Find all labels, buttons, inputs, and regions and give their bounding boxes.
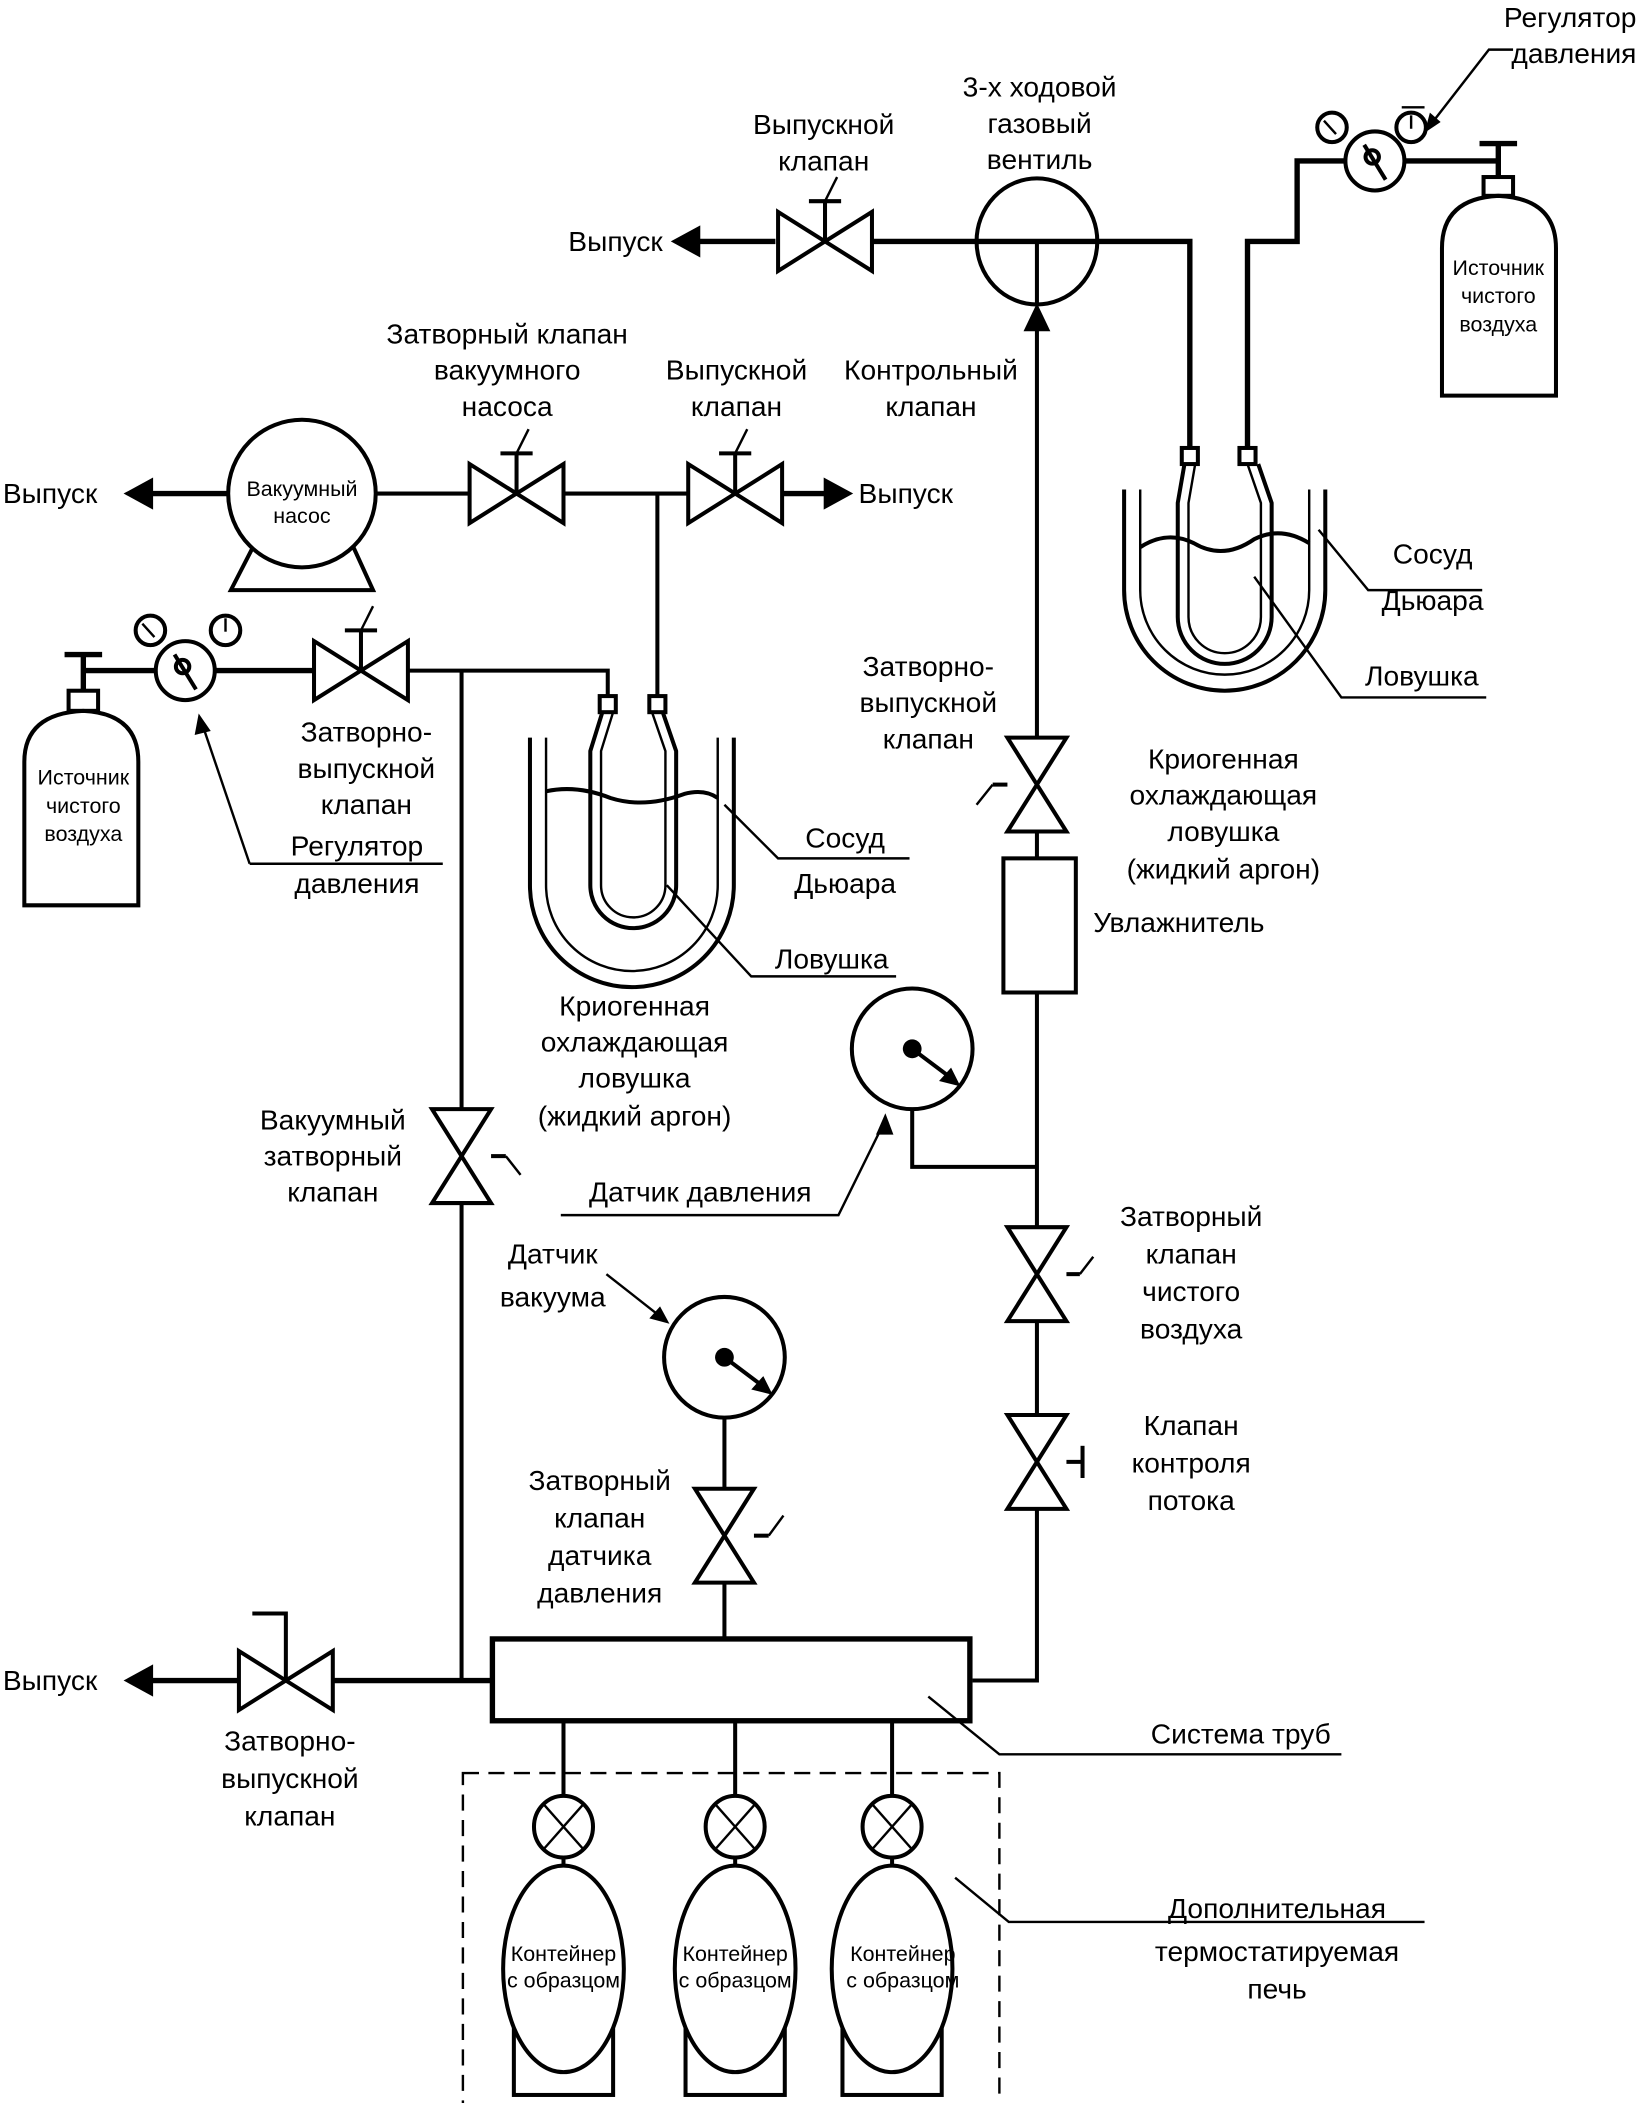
label-cryo-trap-right: ловушка — [1167, 816, 1279, 847]
label-dewar-right: Дьюара — [1382, 585, 1484, 616]
piping-system — [489, 1636, 973, 1724]
cryogenic-trap-right — [1122, 445, 1328, 693]
label-clean-air-source-left: чистого — [46, 794, 121, 818]
label-sample-container: с образцом — [846, 1969, 959, 1993]
label-clean-air-shutoff-valve: чистого — [1142, 1276, 1240, 1307]
label-clean-air-shutoff-valve: Затворный — [1120, 1201, 1262, 1232]
label-shutoff-release-valve-left: клапан — [321, 789, 412, 820]
label-flow-control-valve: потока — [1148, 1485, 1235, 1516]
label-sample-container: с образцом — [507, 1969, 620, 1993]
label-three-way-valve: газовый — [988, 108, 1092, 139]
label-cryo-trap-left: (жидкий аргон) — [538, 1100, 732, 1131]
label-dewar-left: Дьюара — [794, 868, 896, 899]
label-vacuum-pump-shutoff-valve: насоса — [462, 391, 553, 422]
label-dewar-left: Сосуд — [805, 823, 885, 854]
label-shutoff-release-valve-left: выпускной — [298, 753, 436, 784]
label-trap-right: Ловушка — [1365, 660, 1479, 691]
label-cryo-trap-left: ловушка — [579, 1063, 691, 1094]
label-top-exhaust: Выпуск — [568, 226, 663, 257]
clean-air-cylinder-left — [22, 651, 141, 908]
clean-air-cylinder-right — [1439, 140, 1558, 398]
label-clean-air-source-right: воздуха — [1459, 312, 1537, 336]
label-sample-container: с образцом — [679, 1969, 792, 1993]
label-mid-exhaust: Выпуск — [859, 478, 954, 509]
label-three-way-valve: 3-х ходовой — [963, 72, 1117, 103]
label-clean-air-source-left: Источник — [38, 766, 130, 790]
label-pressure-sensor-shutoff-valve: Затворный — [528, 1465, 670, 1496]
label-sample-container: Контейнер — [682, 1942, 787, 1966]
cryogenic-trap-left — [527, 694, 736, 990]
humidifier — [1001, 856, 1078, 995]
label-piping-system: Система труб — [1151, 1719, 1331, 1750]
label-vacuum-sensor: вакуума — [500, 1281, 606, 1312]
check-valve-arrow — [1023, 303, 1051, 738]
label-shutoff-release-valve-right: выпускной — [860, 687, 998, 718]
label-sample-container: Контейнер — [850, 1942, 955, 1966]
label-check-valve: Контрольный — [844, 355, 1018, 386]
label-mid-release-valve: клапан — [691, 391, 782, 422]
label-oven: печь — [1247, 1973, 1306, 2004]
label-cryo-trap-right: Криогенная — [1148, 744, 1299, 775]
labels: Выпуск Выпускной клапан 3-х ходовой газо… — [3, 2, 1637, 2005]
label-vacuum-sensor: Датчик — [508, 1238, 598, 1269]
vacuum-pump — [226, 417, 378, 593]
oven-boundary — [461, 1771, 1001, 2103]
label-pressure-regulator-left: Регулятор — [291, 831, 424, 862]
pressure-regulator-left — [133, 613, 243, 700]
label-sample-container: Контейнер — [511, 1942, 616, 1966]
label-clean-air-source-left: воздуха — [44, 822, 122, 846]
label-flow-control-valve: Клапан — [1144, 1410, 1239, 1441]
label-vacuum-pump: насос — [273, 504, 331, 528]
label-pressure-regulator-right: давления — [1511, 38, 1636, 69]
label-humidifier: Увлажнитель — [1093, 907, 1264, 938]
label-pressure-sensor-shutoff-valve: давления — [537, 1578, 662, 1609]
label-vacuum-shutoff-valve: Вакуумный — [260, 1104, 406, 1135]
label-clean-air-source-right: чистого — [1461, 284, 1536, 308]
three-way-valve — [974, 176, 1100, 307]
label-pressure-sensor-shutoff-valve: клапан — [554, 1503, 645, 1534]
label-shutoff-release-valve-right: клапан — [883, 723, 974, 754]
label-cryo-trap-left: охлаждающая — [541, 1027, 729, 1058]
label-bottom-shutoff-release-valve: клапан — [244, 1800, 335, 1831]
label-pressure-regulator-right: Регулятор — [1504, 2, 1637, 33]
pressure-regulator-right — [1315, 110, 1499, 191]
label-shutoff-release-valve-right: Затворно- — [863, 651, 995, 682]
label-bottom-shutoff-release-valve: выпускной — [221, 1763, 359, 1794]
label-vacuum-pump-shutoff-valve: Затворный клапан — [386, 318, 627, 349]
label-cryo-trap-left: Криогенная — [559, 990, 710, 1021]
label-three-way-valve: вентиль — [987, 144, 1093, 175]
label-pressure-sensor: Датчик давления — [589, 1177, 812, 1208]
label-clean-air-source-right: Источник — [1453, 256, 1545, 280]
label-vacuum-shutoff-valve: клапан — [287, 1177, 378, 1208]
label-pressure-sensor-shutoff-valve: датчика — [548, 1540, 652, 1571]
label-shutoff-release-valve-left: Затворно- — [301, 717, 433, 748]
pressure-gauge — [849, 986, 1037, 1169]
label-top-release-valve: клапан — [778, 145, 869, 176]
sample-containers — [501, 1720, 955, 2097]
label-check-valve: клапан — [885, 391, 976, 422]
label-bottom-exhaust: Выпуск — [3, 1665, 98, 1696]
top-exhaust-line — [670, 176, 977, 271]
vacuum-gauge — [662, 1294, 787, 1420]
label-pressure-regulator-left: давления — [294, 868, 419, 899]
label-oven: Дополнительная — [1168, 1893, 1386, 1924]
label-top-release-valve: Выпускной — [753, 109, 894, 140]
label-cryo-trap-right: (жидкий аргон) — [1127, 853, 1321, 884]
label-vacuum-pump: Вакуумный — [246, 477, 357, 501]
label-vacuum-shutoff-valve: затворный — [264, 1141, 402, 1172]
label-trap-left: Ловушка — [775, 943, 889, 974]
label-clean-air-shutoff-valve: клапан — [1146, 1238, 1237, 1269]
label-clean-air-shutoff-valve: воздуха — [1140, 1314, 1243, 1345]
label-bottom-shutoff-release-valve: Затворно- — [224, 1725, 356, 1756]
label-cryo-trap-right: охлаждающая — [1130, 780, 1318, 811]
label-flow-control-valve: контроля — [1132, 1448, 1251, 1479]
label-dewar-right: Сосуд — [1393, 538, 1473, 569]
label-oven: термостатируемая — [1155, 1936, 1399, 1967]
label-vacuum-pump-shutoff-valve: вакуумного — [434, 355, 581, 386]
label-left-exhaust: Выпуск — [3, 478, 98, 509]
label-mid-release-valve: Выпускной — [666, 355, 807, 386]
